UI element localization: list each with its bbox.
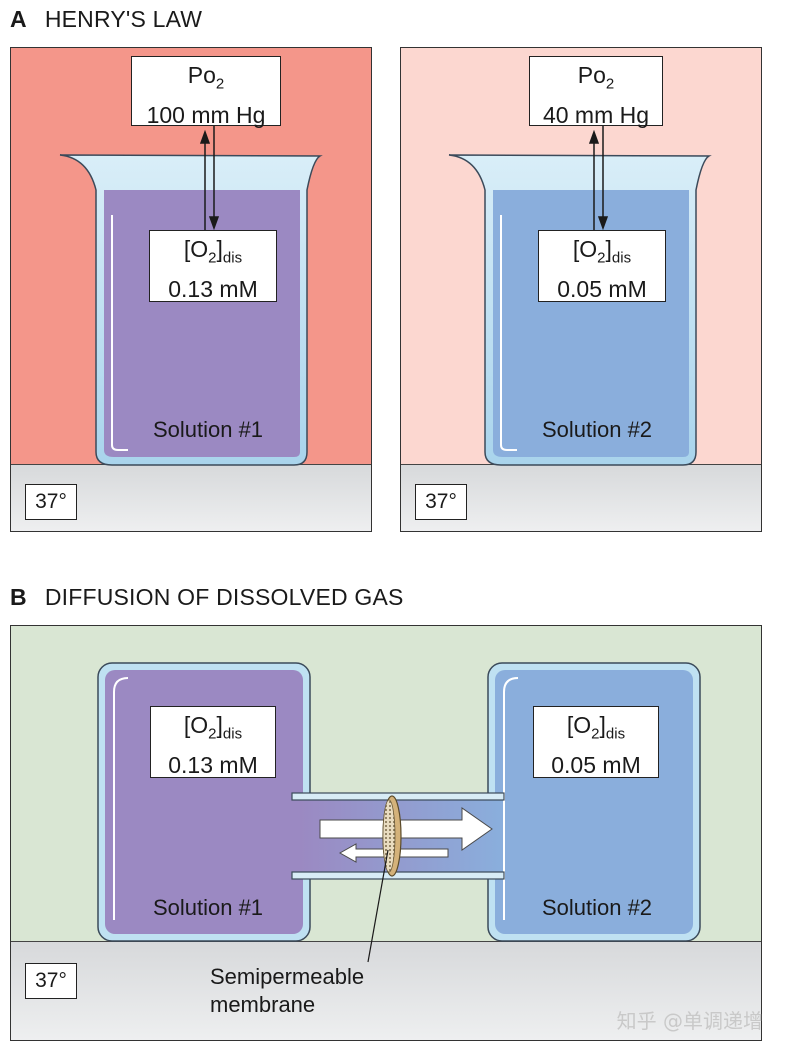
po2-label: Po2: [530, 60, 662, 100]
concentration-value: 0.05 mM: [551, 751, 641, 778]
o2-dis-label: [O2]dis: [539, 234, 665, 274]
o2-subscript: 2: [591, 725, 600, 743]
temperature-label: 37°: [25, 963, 77, 999]
solution-label: Solution #1: [152, 895, 264, 920]
membrane-label: Semipermeable membrane: [210, 963, 364, 1019]
po2-subscript: 2: [605, 75, 615, 93]
section-a-title: A HENRY'S LAW: [10, 6, 202, 33]
dissolved-concentration-box: [O2]dis 0.05 mM: [538, 230, 666, 302]
bench-floor: [11, 941, 761, 1040]
dis-subscript: dis: [222, 725, 243, 743]
partial-pressure-value: 100 mm Hg: [146, 101, 266, 128]
o2-open: [O: [566, 712, 592, 738]
partial-pressure-value: 40 mm Hg: [542, 101, 650, 128]
membrane-label-line1: Semipermeable: [210, 964, 365, 989]
dis-subscript: dis: [611, 249, 632, 267]
dis-subscript: dis: [605, 725, 626, 743]
po2-symbol: Po: [577, 62, 606, 88]
o2-subscript: 2: [208, 249, 217, 267]
gas-exchange-arrows: [588, 126, 609, 231]
watermark: 知乎 @单调递增: [616, 1009, 763, 1033]
net-diffusion-arrow: [319, 807, 493, 851]
o2-open: [O: [572, 236, 598, 262]
membrane-label-line2: membrane: [210, 992, 316, 1017]
section-b-letter: B: [10, 584, 27, 610]
dissolved-concentration-box: [O2]dis 0.05 mM: [533, 706, 659, 778]
o2-dis-label: [O2]dis: [151, 710, 275, 750]
dissolved-concentration-box: [O2]dis 0.13 mM: [150, 706, 276, 778]
partial-pressure-box: Po2 100 mm Hg: [131, 56, 281, 128]
o2-subscript: 2: [597, 249, 606, 267]
po2-label: Po2: [132, 60, 280, 100]
section-b-title: B DIFFUSION OF DISSOLVED GAS: [10, 584, 404, 611]
po2-symbol: Po: [187, 62, 216, 88]
partial-pressure-box: Po2 40 mm Hg: [529, 56, 663, 128]
concentration-value: 0.13 mM: [168, 751, 258, 778]
o2-close: ]: [216, 236, 223, 262]
o2-open: [O: [183, 236, 209, 262]
o2-close: ]: [605, 236, 612, 262]
section-b-heading: DIFFUSION OF DISSOLVED GAS: [44, 584, 404, 610]
o2-dis-label: [O2]dis: [150, 234, 276, 274]
section-a-heading: HENRY'S LAW: [44, 6, 203, 32]
concentration-value: 0.05 mM: [557, 275, 647, 302]
po2-subscript: 2: [215, 75, 225, 93]
dissolved-concentration-box: [O2]dis 0.13 mM: [149, 230, 277, 302]
temperature-label: 37°: [25, 484, 77, 520]
o2-subscript: 2: [208, 725, 217, 743]
gas-exchange-arrows: [199, 126, 220, 231]
o2-close: ]: [216, 712, 223, 738]
solution-label: Solution #1: [152, 417, 264, 442]
o2-close: ]: [599, 712, 606, 738]
solution-label: Solution #2: [541, 417, 653, 442]
concentration-value: 0.13 mM: [168, 275, 258, 302]
dis-subscript: dis: [222, 249, 243, 267]
membrane-pointer-line: [367, 849, 389, 963]
solution-label: Solution #2: [541, 895, 653, 920]
temperature-label: 37°: [415, 484, 467, 520]
o2-dis-label: [O2]dis: [534, 710, 658, 750]
o2-open: [O: [183, 712, 209, 738]
section-a-letter: A: [10, 6, 27, 32]
